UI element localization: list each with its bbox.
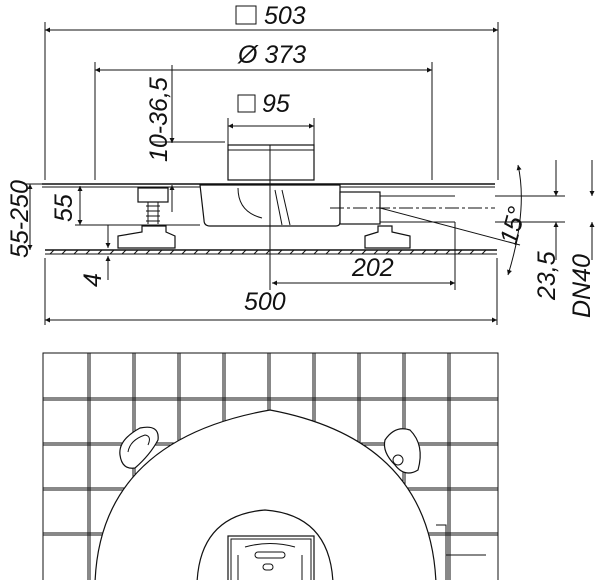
dimension-base-thickness: 4 <box>79 225 111 287</box>
dimension-diameter: Ø 373 <box>94 41 433 180</box>
dimension-total-height: 55-250 <box>6 180 60 258</box>
sealing-membrane <box>94 409 486 580</box>
concrete-slab <box>45 249 497 255</box>
dimension-label: 10-36,5 <box>145 77 173 162</box>
dimension-label: 202 <box>351 254 394 282</box>
drain-grate-top <box>196 509 334 580</box>
dimension-outlet-size: DN40 <box>568 160 596 318</box>
dimension-base-width: 500 <box>44 258 498 325</box>
dimension-label: 15° <box>495 204 532 248</box>
drain-body <box>117 144 495 249</box>
dimension-label: 23,5 <box>533 251 561 301</box>
square-symbol-icon <box>237 94 256 113</box>
dimension-label: Ø 373 <box>237 41 306 69</box>
dimension-outlet-height: 23,5 <box>495 160 565 301</box>
dimension-outlet-offset: 202 <box>272 222 456 290</box>
square-symbol-icon <box>235 5 257 25</box>
dimension-label: 503 <box>264 2 306 30</box>
dimension-label: 95 <box>262 90 290 118</box>
dimension-outlet-angle: 15° <box>379 164 532 276</box>
dimension-label: 55 <box>50 194 78 222</box>
section-view: 503 Ø 373 95 10-36,5 55-250 <box>6 2 596 325</box>
dimension-95: 95 <box>227 90 315 145</box>
dimension-label: 4 <box>79 273 107 287</box>
support-foot-right <box>383 428 421 474</box>
dimension-adjust-height: 10-36,5 <box>145 65 225 212</box>
dimension-body-height: 55 <box>50 186 200 226</box>
support-foot-left <box>119 426 159 469</box>
plan-view <box>42 352 499 580</box>
grate-slot <box>244 543 296 548</box>
dimension-label: DN40 <box>568 254 596 318</box>
dimension-label: 500 <box>244 288 286 316</box>
dimension-503: 503 <box>44 2 499 180</box>
